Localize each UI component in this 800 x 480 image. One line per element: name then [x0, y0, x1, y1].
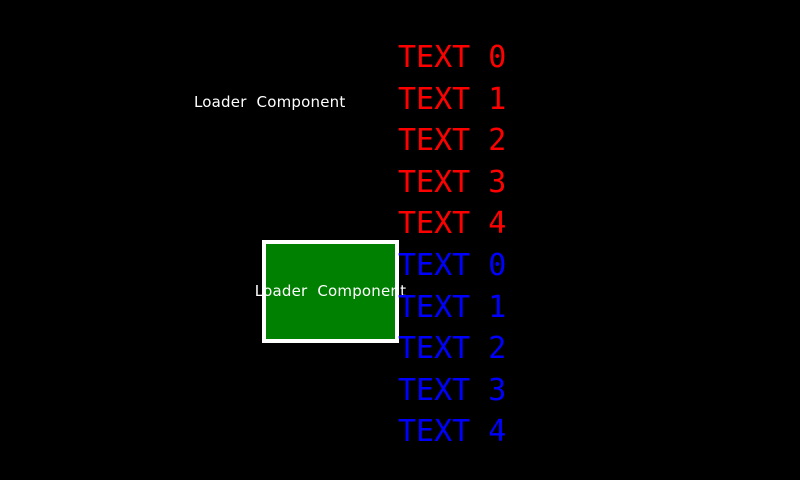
- text-item: TEXT 3: [398, 372, 507, 408]
- text-item: TEXT 3: [398, 164, 507, 200]
- loader-component-label: Loader Component: [194, 93, 346, 111]
- loader-component-box-label: Loader Component: [254, 282, 407, 300]
- text-item: TEXT 2: [398, 331, 507, 367]
- text-item: TEXT 4: [398, 206, 507, 242]
- text-item: TEXT 0: [398, 247, 507, 283]
- text-item: TEXT 1: [398, 81, 507, 117]
- text-item: TEXT 0: [398, 40, 507, 75]
- text-item-column: TEXT 0 TEXT 1 TEXT 2 TEXT 3 TEXT 4 TEXT 0 TEXT…: [398, 37, 506, 453]
- text-item: TEXT 4: [398, 414, 507, 450]
- loader-component-box: Loader Component: [255, 240, 406, 343]
- text-item: TEXT 1: [398, 289, 507, 325]
- text-item: TEXT 2: [398, 123, 507, 159]
